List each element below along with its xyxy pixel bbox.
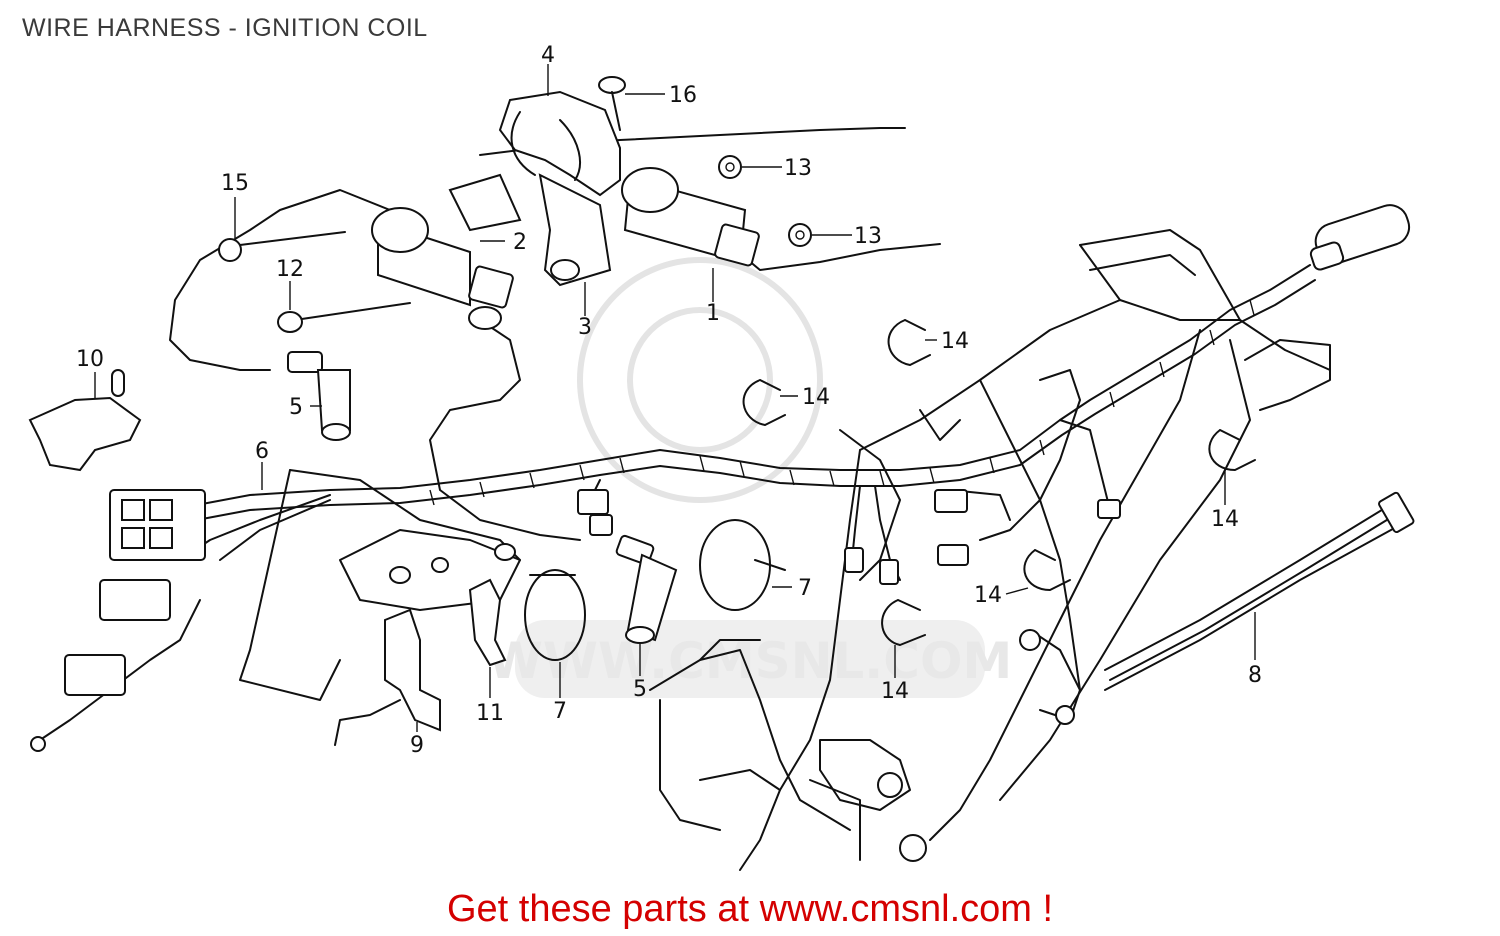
footer-link-text[interactable]: Get these parts at www.cmsnl.com !: [446, 888, 1054, 930]
coil-bracket: [448, 90, 621, 287]
wire-harness: [30, 204, 1411, 752]
callout-6: 6: [255, 439, 269, 464]
callout-10: 10: [76, 347, 104, 372]
callout-14: 14: [881, 679, 909, 704]
bolts: [218, 76, 812, 333]
callout-14: 14: [974, 583, 1002, 608]
callout-16: 16: [669, 83, 697, 108]
callout-13: 13: [854, 224, 882, 249]
callout-12: 12: [276, 257, 304, 282]
callout-8: 8: [1248, 663, 1262, 688]
callout-13: 13: [784, 156, 812, 181]
ignition-coil-2: [371, 207, 514, 330]
spark-plug-caps: [287, 351, 678, 644]
callout-leaders: [94, 64, 1256, 732]
callout-2: 2: [513, 230, 527, 255]
callout-3: 3: [578, 315, 592, 340]
callout-7: 7: [798, 576, 812, 601]
callout-1: 1: [706, 301, 720, 326]
callout-7: 7: [553, 699, 567, 724]
callout-11: 11: [476, 701, 504, 726]
page-title: WIRE HARNESS - IGNITION COIL: [22, 14, 428, 42]
callout-5: 5: [289, 395, 303, 420]
harness-bands: [524, 319, 1256, 661]
callout-14: 14: [1211, 507, 1239, 532]
callout-4: 4: [541, 43, 555, 68]
callout-5: 5: [633, 677, 647, 702]
watermark-text: WWW.CMSNL.COM: [488, 632, 1013, 690]
frame: [239, 229, 1331, 871]
callout-labels: 4 16 13 13 15 2 3 1 12 10 5 14 14 6 14 7…: [76, 43, 1262, 758]
small-brackets: [28, 369, 507, 746]
sub-harness-8: [1104, 491, 1415, 691]
ignition-coil-1: [621, 167, 760, 267]
callout-15: 15: [221, 171, 249, 196]
callout-14: 14: [802, 385, 830, 410]
callout-9: 9: [410, 733, 424, 758]
callout-14: 14: [941, 329, 969, 354]
